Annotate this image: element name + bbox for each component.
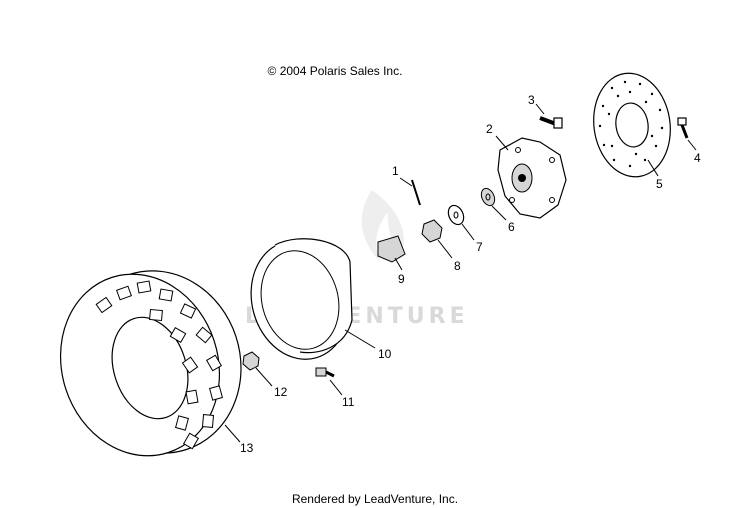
part-8-nut[interactable] bbox=[421, 219, 443, 243]
callout-1: 1 bbox=[392, 164, 399, 178]
callout-5: 5 bbox=[656, 177, 663, 191]
part-7-washer[interactable] bbox=[445, 203, 466, 227]
watermark-logo bbox=[361, 190, 404, 262]
callout-8: 8 bbox=[454, 259, 461, 273]
part-1-cotter-pin[interactable] bbox=[411, 179, 421, 206]
callout-7: 7 bbox=[476, 240, 483, 254]
part-3-bolt[interactable] bbox=[539, 116, 563, 129]
callout-10: 10 bbox=[378, 347, 392, 361]
part-13-tire[interactable] bbox=[37, 249, 264, 476]
rendered-by-text: Rendered by LeadVenture, Inc. bbox=[291, 492, 459, 506]
callout-11: 11 bbox=[342, 395, 355, 409]
callout-12: 12 bbox=[274, 385, 288, 399]
part-12-lug-nut[interactable] bbox=[242, 351, 260, 371]
callout-13: 13 bbox=[240, 441, 254, 455]
copyright-text: © 2004 Polaris Sales Inc. bbox=[267, 64, 403, 78]
part-10-rim[interactable] bbox=[238, 230, 362, 371]
callout-3: 3 bbox=[528, 93, 535, 107]
part-6-seal[interactable] bbox=[479, 186, 497, 207]
part-11-valve-stem[interactable] bbox=[315, 367, 335, 378]
callout-4: 4 bbox=[694, 151, 701, 165]
callout-9: 9 bbox=[398, 272, 405, 286]
callout-2: 2 bbox=[486, 122, 493, 136]
part-5-brake-disc[interactable] bbox=[587, 68, 677, 182]
callout-6: 6 bbox=[508, 220, 515, 234]
part-2-hub[interactable] bbox=[497, 137, 567, 219]
part-4-bolt[interactable] bbox=[677, 117, 689, 139]
part-9-cap[interactable] bbox=[377, 235, 406, 263]
